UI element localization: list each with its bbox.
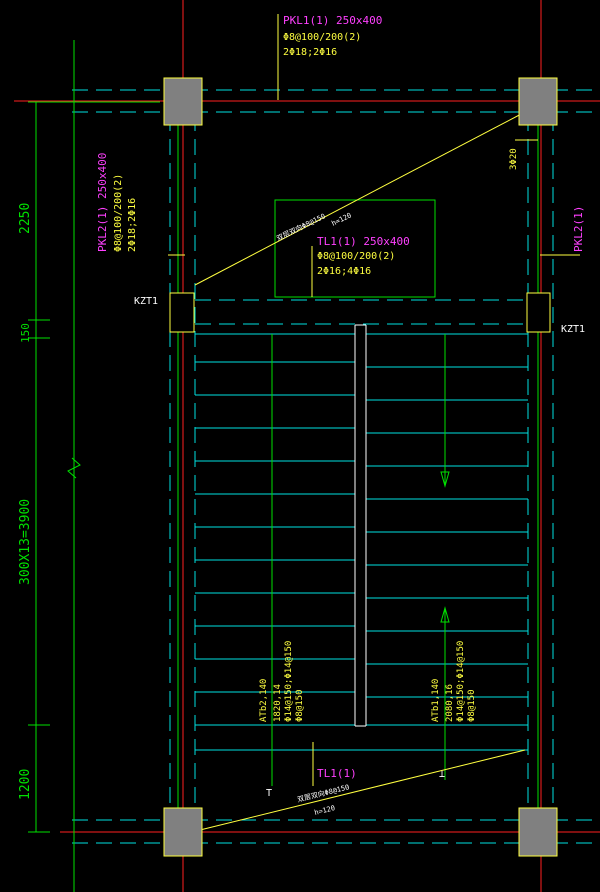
columns — [163, 77, 558, 857]
stair-right-rebar3: Φ8@150 — [467, 689, 477, 722]
dim-middle: 300X13=3900 — [18, 499, 33, 585]
stair-left-name: ATb2,140 — [259, 679, 269, 722]
slab-bottom-thickness: h=120 — [314, 804, 336, 817]
beam-labels: PKL1(1) 250x400 TL1(1) 250x400 TL1(1) PK… — [96, 14, 585, 780]
pkl2-left-name: PKL2(1) 250x400 — [96, 153, 109, 252]
column-top-right — [518, 77, 558, 126]
stair-right-rebar2: Φ14@150;Φ14@150 — [456, 641, 466, 722]
dim-bottom: 1200 — [18, 769, 33, 800]
break-mark — [67, 457, 81, 479]
pkl1-name: PKL1(1) 250x400 — [283, 14, 382, 27]
arrow-tail-left: T — [266, 788, 272, 799]
pkl1-rebar: 2Φ18;2Φ16 — [283, 47, 337, 58]
stair-right-name: ATb1,140 — [431, 679, 441, 722]
stair-left-rebar3: Φ8@150 — [295, 689, 305, 722]
arrow-tail-right: ⊥ — [439, 769, 445, 780]
kzt1-right-label: KZT1 — [561, 324, 585, 335]
column-kzt1-left — [169, 292, 195, 333]
stair-right-rebar1: 2080,16 — [445, 684, 455, 722]
column-bottom-right — [518, 807, 558, 857]
dim-top: 2250 — [18, 203, 33, 234]
stair-flight-left — [195, 333, 355, 726]
tl1-bottom-name: TL1(1) — [317, 767, 357, 780]
stairwell — [354, 324, 367, 727]
kzt1-left-label: KZT1 — [134, 296, 158, 307]
tl1-top-name: TL1(1) 250x400 — [317, 235, 410, 248]
slab-diagonals — [168, 14, 580, 831]
pkl2-right-name: PKL2(1) — [572, 206, 585, 252]
slab-diagonal-bottom — [199, 749, 526, 831]
slab-diagonal-top — [194, 111, 526, 286]
arrow-down — [440, 471, 450, 488]
slab-bottom-rebar: 双层双向Φ8@150 — [296, 782, 350, 804]
column-bottom-left — [163, 807, 203, 857]
grid-axes — [14, 0, 600, 892]
landing-slab-outline — [274, 199, 436, 298]
right-note: 3Φ20 — [509, 148, 519, 170]
dim-mid-small: 150 — [19, 323, 32, 343]
green-lines — [28, 40, 539, 892]
stair-left-rebar1: 1820,14 — [273, 684, 283, 722]
dimension-labels: 2250 150 300X13=3900 1200 — [18, 203, 33, 800]
pkl1-stirrup: Φ8@100/200(2) — [283, 32, 361, 43]
arrow-up — [440, 606, 450, 623]
rebar-labels: Φ8@100/200(2) 2Φ18;2Φ16 Φ8@100/200(2) 2Φ… — [113, 32, 519, 722]
tl1-top-stirrup: Φ8@100/200(2) — [317, 251, 395, 262]
column-kzt1-right — [526, 292, 551, 333]
tl1-top-rebar: 2Φ16;4Φ16 — [317, 266, 371, 277]
pkl2-left-stirrup: Φ8@100/200(2) — [113, 174, 124, 252]
stair-flight-right — [195, 333, 528, 751]
pkl2-left-rebar: 2Φ18;2Φ16 — [127, 198, 138, 252]
slab-top-thickness: h=120 — [330, 211, 352, 227]
column-top-left — [163, 77, 203, 126]
stair-left-rebar2: Φ14@150;Φ14@150 — [284, 641, 294, 722]
